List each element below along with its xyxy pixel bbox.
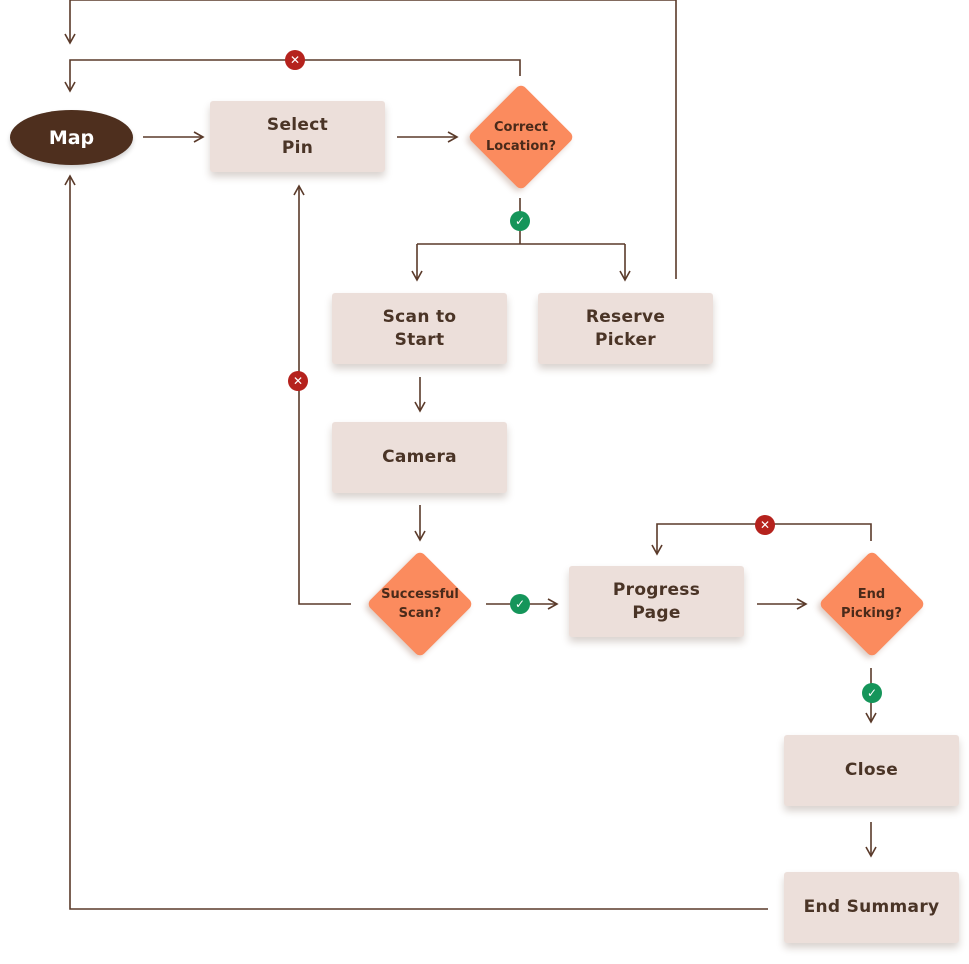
node-close[interactable]: Close: [784, 735, 959, 806]
decision-successful-scan[interactable]: Successful Scan?: [361, 548, 479, 660]
node-select-pin[interactable]: Select Pin: [210, 101, 385, 172]
check-icon: ✓: [510, 594, 530, 614]
connector-scan-no-to-select-pin: [293, 184, 351, 605]
node-scan-to-start[interactable]: Scan to Start: [332, 293, 507, 364]
x-icon: ✕: [285, 50, 305, 70]
node-reserve-picker[interactable]: Reserve Picker: [538, 293, 713, 364]
connector-to-scan-to-start: [417, 243, 625, 280]
decision-label: Successful Scan?: [381, 587, 459, 621]
node-end-summary[interactable]: End Summary: [784, 872, 959, 943]
x-icon: ✕: [755, 515, 775, 535]
node-progress-page[interactable]: Progress Page: [569, 566, 744, 637]
x-icon: ✕: [288, 371, 308, 391]
connector-reserve-to-map: [64, 0, 677, 279]
check-icon: ✓: [510, 211, 530, 231]
decision-end-picking[interactable]: End Picking?: [814, 548, 929, 660]
node-camera[interactable]: Camera: [332, 422, 507, 493]
connector-summary-to-map: [64, 174, 768, 910]
node-map[interactable]: Map: [10, 110, 133, 165]
decision-correct-location[interactable]: Correct Location?: [463, 81, 579, 193]
decision-label: End Picking?: [841, 587, 902, 621]
check-icon: ✓: [862, 683, 882, 703]
decision-label: Correct Location?: [485, 120, 557, 154]
